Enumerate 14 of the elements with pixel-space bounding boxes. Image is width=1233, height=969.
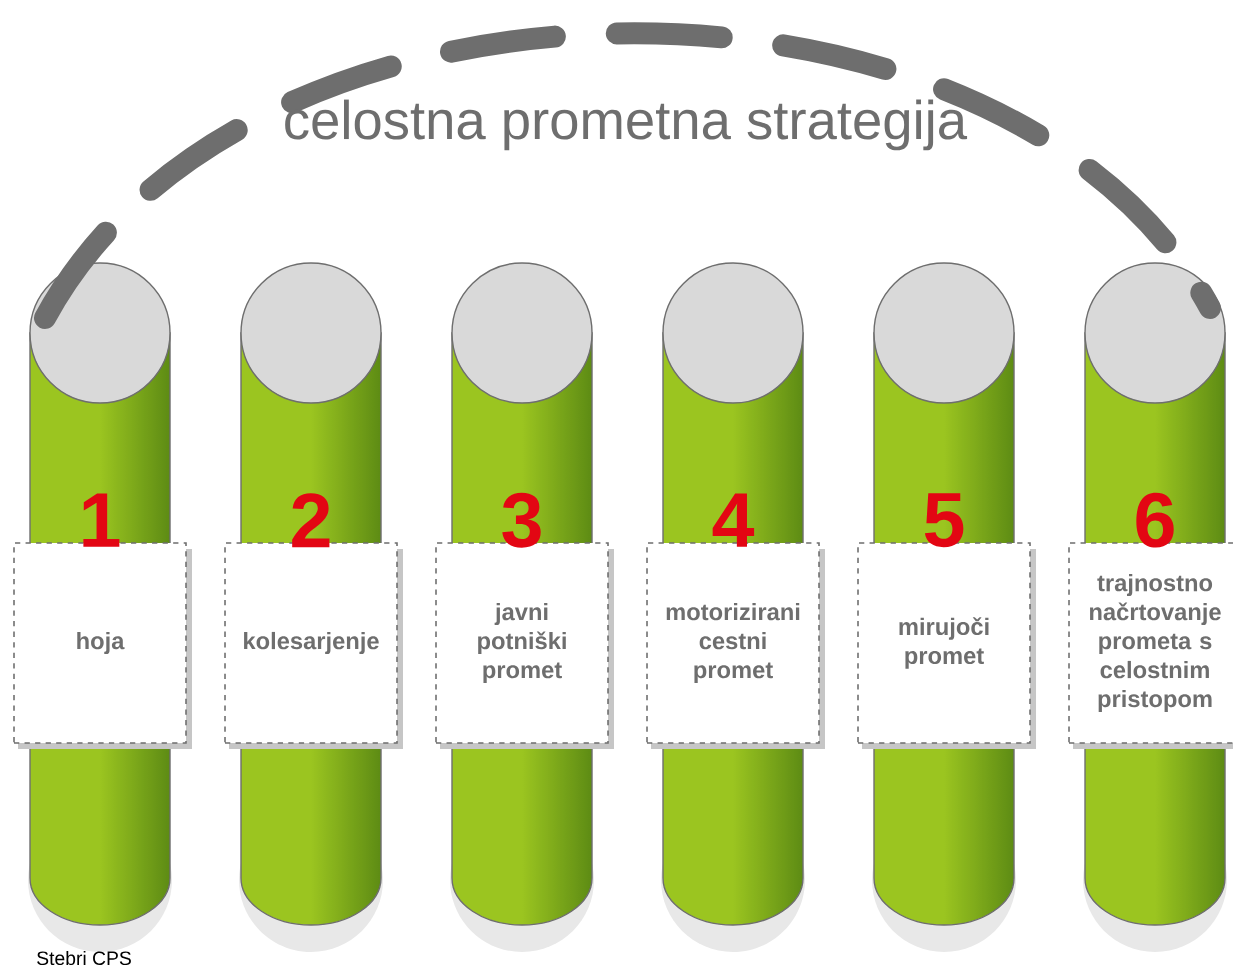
- text-box: motorizirani cestni promet 4: [646, 493, 825, 749]
- node-label: 2: [292, 493, 330, 548]
- text-box: hoja 1: [13, 493, 192, 749]
- title: celostna prometna strategija: [285, 99, 968, 151]
- node-label: 4: [712, 493, 755, 547]
- text-box: mirujoči promet 5: [857, 493, 1036, 749]
- text-box: kolesarjenje 2: [224, 493, 403, 749]
- caption: Stebri CPS: [37, 950, 131, 966]
- text-box: javni potniški promet 3: [435, 492, 614, 749]
- node-label: 1: [83, 493, 120, 547]
- node-label: 3: [502, 492, 541, 548]
- text-box: trajnostno načrtovanje prometa s celostnim pristopom 6: [1068, 492, 1233, 749]
- node-label: 5: [924, 493, 964, 548]
- node-label: 6: [1136, 492, 1174, 548]
